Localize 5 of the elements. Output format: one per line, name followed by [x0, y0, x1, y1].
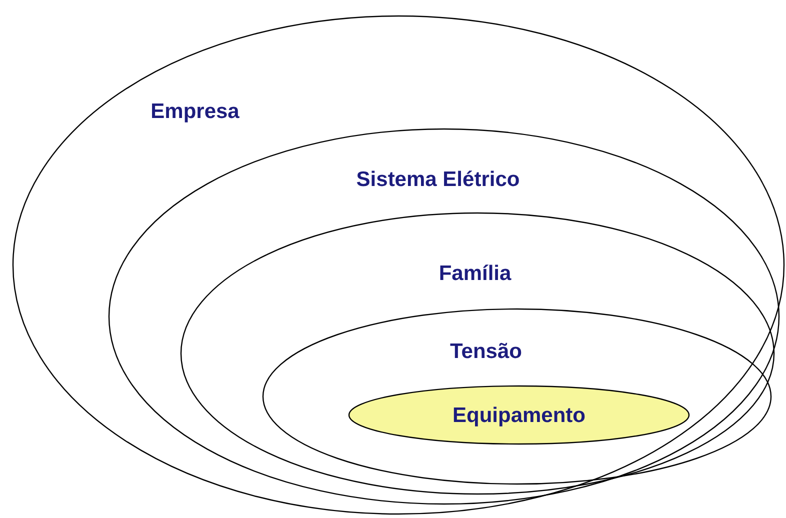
ellipse-label: Empresa — [150, 100, 240, 124]
ellipse-label: Equipamento — [452, 404, 586, 428]
ellipse-label: Família — [438, 262, 512, 286]
ellipse-label: Sistema Elétrico — [356, 168, 520, 192]
ellipse-label: Tensão — [450, 340, 522, 364]
